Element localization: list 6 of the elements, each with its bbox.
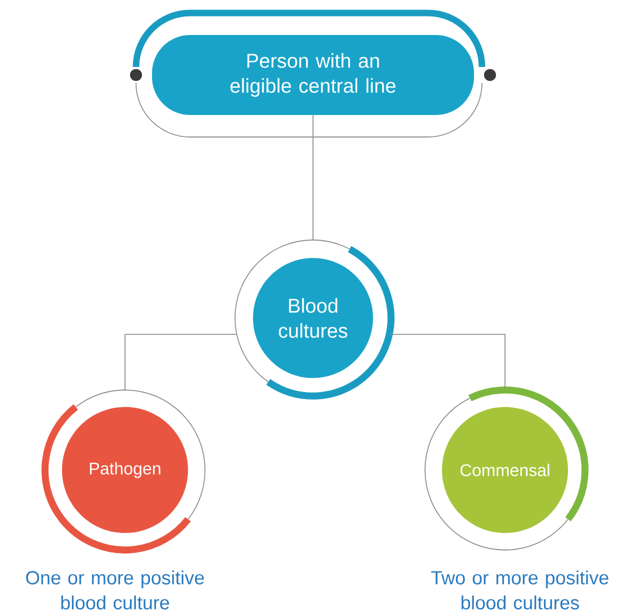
connector-line [389,334,506,390]
connector-line [312,114,314,240]
connector-line [124,334,237,390]
caption-text: Two or more positive blood cultures [431,570,608,610]
caption-text: One or more positive blood culture [26,570,204,610]
process-pill: Person with an eligible central line [152,35,474,115]
